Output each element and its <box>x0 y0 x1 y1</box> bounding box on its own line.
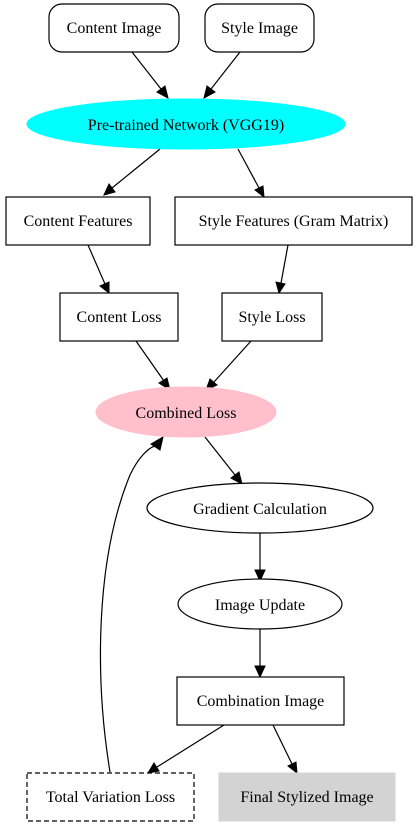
node-label: Content Loss <box>77 309 162 326</box>
arrowhead <box>103 183 116 196</box>
node-label: Pre-trained Network (VGG19) <box>88 117 284 134</box>
node-pretrained-network: Pre-trained Network (VGG19) <box>26 98 346 150</box>
node-label: Content Image <box>67 20 162 37</box>
edge-tv-loss-to-combined-loss <box>99 445 156 773</box>
node-final-stylized-image: Final Stylized Image <box>218 772 396 822</box>
node-combination-image: Combination Image <box>176 676 345 726</box>
arrowhead <box>203 85 216 99</box>
arrowhead <box>147 762 160 774</box>
edge-network-to-style-features <box>237 148 260 189</box>
arrowhead <box>230 471 243 485</box>
node-label: Combination Image <box>197 693 325 710</box>
edge-content-image-to-network <box>131 51 162 90</box>
node-label: Style Image <box>221 20 298 37</box>
node-content-image: Content Image <box>48 3 180 53</box>
node-image-update: Image Update <box>177 578 343 630</box>
node-style-image: Style Image <box>204 3 315 53</box>
edge-style-image-to-network <box>210 51 241 90</box>
node-style-features: Style Features (Gram Matrix) <box>174 196 413 246</box>
arrowhead <box>287 761 298 775</box>
edge-style-features-to-style-loss <box>280 244 289 284</box>
node-label: Style Loss <box>238 309 305 326</box>
edge-combined-loss-to-gradient <box>204 436 236 476</box>
node-label: Content Features <box>24 213 133 230</box>
arrowhead <box>156 85 169 99</box>
node-total-variation-loss: Total Variation Loss <box>26 772 195 822</box>
node-combined-loss: Combined Loss <box>95 386 277 438</box>
edge-style-loss-to-combined-loss <box>213 340 252 383</box>
node-label: Combined Loss <box>136 405 237 422</box>
edge-combination-to-tv-loss <box>156 724 225 768</box>
node-label: Gradient Calculation <box>193 501 327 518</box>
node-content-features: Content Features <box>5 196 151 246</box>
node-label: Final Stylized Image <box>240 789 373 806</box>
arrowhead <box>99 281 110 295</box>
node-gradient-calculation: Gradient Calculation <box>146 482 374 534</box>
edge-content-loss-to-combined-loss <box>135 340 165 382</box>
node-label: Style Features (Gram Matrix) <box>199 213 389 230</box>
edge-combination-to-final <box>272 724 293 765</box>
node-content-loss: Content Loss <box>59 292 179 342</box>
arrowhead <box>254 665 266 679</box>
arrowhead <box>254 569 266 583</box>
arrowhead <box>150 435 164 451</box>
edge-content-features-to-content-loss <box>87 244 106 285</box>
edge-network-to-content-features <box>111 148 161 189</box>
arrowhead <box>254 185 265 199</box>
node-label: Total Variation Loss <box>46 789 175 806</box>
node-style-loss: Style Loss <box>221 292 323 342</box>
arrowhead <box>275 281 286 295</box>
node-label: Image Update <box>215 597 305 614</box>
